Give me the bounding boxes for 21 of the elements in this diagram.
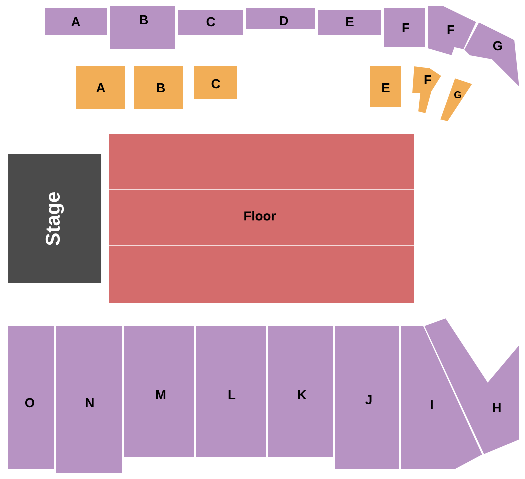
stage-block: Stage <box>8 154 102 284</box>
seating-section: I <box>400 326 484 470</box>
seating-section: A <box>44 8 108 36</box>
seating-section: F <box>384 8 426 48</box>
seating-section: A <box>76 66 126 110</box>
seating-section: D <box>246 8 316 30</box>
seating-section: M <box>124 326 196 458</box>
seating-section: F <box>428 6 478 57</box>
seating-section: E <box>318 10 382 36</box>
seating-section: L <box>196 326 268 458</box>
seating-section: J <box>334 326 400 470</box>
seating-section: C <box>178 10 244 36</box>
floor-section: Floor <box>108 134 416 304</box>
node-label: H <box>493 404 501 412</box>
seating-section: B <box>134 66 184 110</box>
seating-section: O <box>8 326 56 470</box>
seating-section: N <box>56 326 124 474</box>
seating-section: K <box>268 326 334 458</box>
seating-section: C <box>194 66 238 100</box>
seating-section: E <box>370 66 402 108</box>
seating-section: B <box>110 6 176 50</box>
